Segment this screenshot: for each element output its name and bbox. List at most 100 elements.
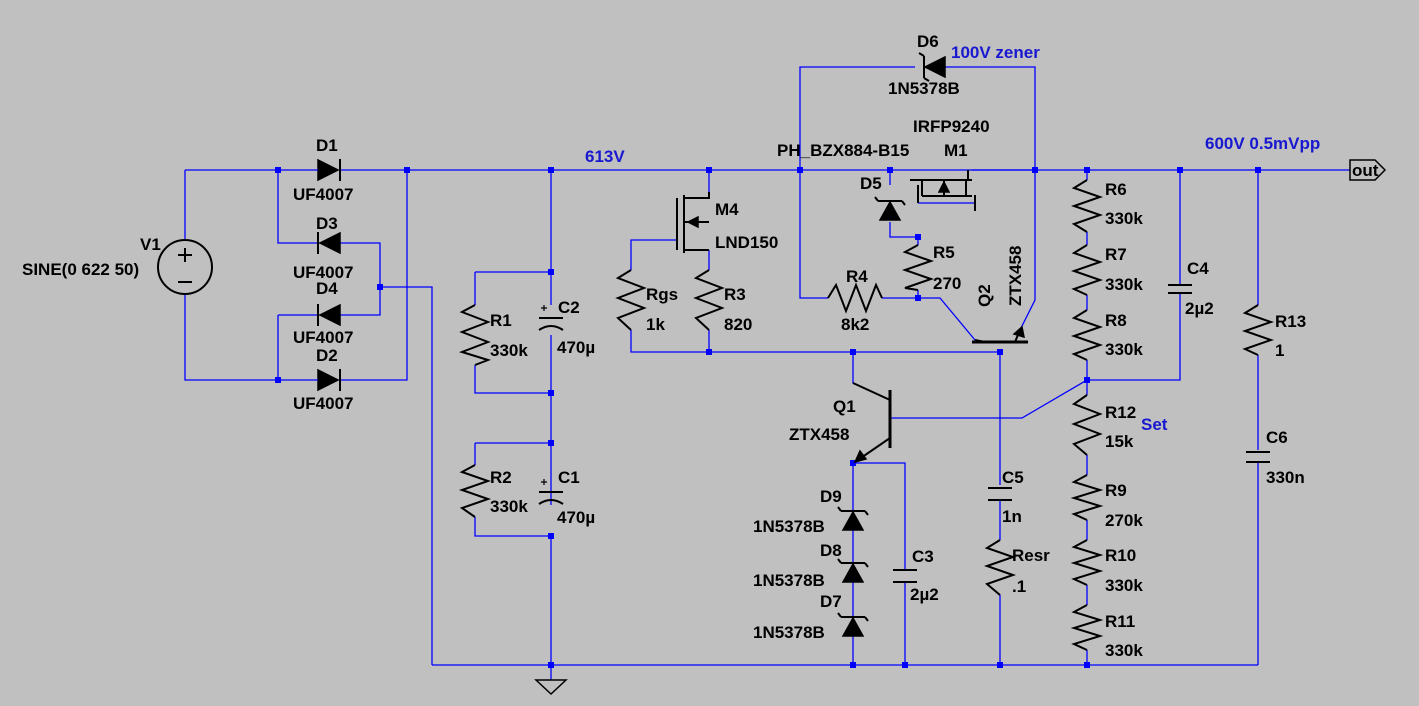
c1-value: 470µ xyxy=(557,508,595,527)
r9-value: 270k xyxy=(1105,511,1143,530)
r11-value: 330k xyxy=(1105,641,1143,660)
v1-ref: V1 xyxy=(140,235,161,254)
d4-ref: D4 xyxy=(316,279,338,298)
d4-diode-symbol[interactable] xyxy=(317,303,341,327)
r13-resistor-symbol[interactable] xyxy=(1241,304,1275,356)
r10-value: 330k xyxy=(1105,576,1143,595)
c5-value: 1n xyxy=(1002,507,1022,526)
c4-value: 2µ2 xyxy=(1185,299,1214,318)
c3-capacitor-symbol[interactable] xyxy=(893,569,917,583)
d6-ref: D6 xyxy=(917,32,939,51)
m1-mosfet-symbol[interactable] xyxy=(910,170,976,211)
d2-diode-symbol[interactable] xyxy=(281,368,341,392)
d5-zener-symbol[interactable] xyxy=(874,196,906,221)
r12-resistor-symbol[interactable] xyxy=(1071,394,1103,456)
d4-value: UF4007 xyxy=(293,328,353,347)
q1-ref: Q1 xyxy=(833,397,856,416)
junction-dots xyxy=(275,167,1261,668)
c2-value: 470µ xyxy=(557,338,595,357)
r4-ref: R4 xyxy=(846,267,868,286)
r7-resistor-symbol[interactable] xyxy=(1070,244,1104,296)
m4-ref: M4 xyxy=(715,200,739,219)
d3-ref: D3 xyxy=(316,214,338,233)
d5-value: PH_BZX884-B15 xyxy=(777,141,909,160)
r13-ref: R13 xyxy=(1275,312,1306,331)
c2-capacitor-symbol[interactable] xyxy=(538,305,564,331)
d6-note: 100V zener xyxy=(951,43,1040,62)
r1-resistor-symbol[interactable] xyxy=(458,304,492,366)
r6-value: 330k xyxy=(1105,209,1143,228)
v1-source-symbol[interactable] xyxy=(157,239,213,295)
d1-ref: D1 xyxy=(316,136,338,155)
d5-ref: D5 xyxy=(860,174,882,193)
r3-ref: R3 xyxy=(724,285,746,304)
r7-ref: R7 xyxy=(1105,245,1127,264)
net-label-output: 600V 0.5mVpp xyxy=(1205,134,1320,153)
q1-transistor-symbol[interactable] xyxy=(852,382,892,464)
resr-resistor-symbol[interactable] xyxy=(983,539,1017,596)
c5-capacitor-symbol[interactable] xyxy=(988,487,1012,501)
ground-icon xyxy=(534,665,568,696)
q2-transistor-symbol[interactable] xyxy=(972,325,1028,344)
c3-ref: C3 xyxy=(912,547,934,566)
r2-resistor-symbol[interactable] xyxy=(458,464,492,518)
d8-ref: D8 xyxy=(820,541,842,560)
r1-ref: R1 xyxy=(490,311,512,330)
c6-capacitor-symbol[interactable] xyxy=(1246,451,1270,463)
r5-ref: R5 xyxy=(933,243,955,262)
d1-diode-symbol[interactable] xyxy=(281,158,341,182)
r3-resistor-symbol[interactable] xyxy=(693,269,725,331)
c4-capacitor-symbol[interactable] xyxy=(1168,284,1192,294)
r11-resistor-symbol[interactable] xyxy=(1070,604,1104,651)
r2-ref: R2 xyxy=(490,468,512,487)
q2-value: ZTX458 xyxy=(1006,246,1025,306)
m4-value: LND150 xyxy=(715,233,778,252)
resr-value: .1 xyxy=(1012,577,1026,596)
d6-zener-symbol[interactable] xyxy=(918,52,946,82)
r11-ref: R11 xyxy=(1105,612,1135,631)
out-port-symbol[interactable] xyxy=(1349,159,1387,181)
c1-capacitor-symbol[interactable] xyxy=(538,479,564,505)
d8-value: 1N5378B xyxy=(753,571,825,590)
d7-zener-symbol[interactable] xyxy=(837,612,869,637)
r9-ref: R9 xyxy=(1105,481,1127,500)
d1-value: UF4007 xyxy=(293,185,353,204)
rgs-resistor-symbol[interactable] xyxy=(615,269,647,331)
r8-ref: R8 xyxy=(1105,311,1127,330)
r4-value: 8k2 xyxy=(841,315,869,334)
r3-value: 820 xyxy=(724,315,752,334)
r7-value: 330k xyxy=(1105,275,1143,294)
r12-ref: R12 xyxy=(1105,403,1136,422)
m4-mosfet-symbol[interactable] xyxy=(676,192,710,253)
r5-resistor-symbol[interactable] xyxy=(901,244,935,291)
r4-resistor-symbol[interactable] xyxy=(827,282,883,314)
r8-resistor-symbol[interactable] xyxy=(1070,309,1104,361)
v1-value: SINE(0 622 50) xyxy=(22,260,139,279)
r10-ref: R10 xyxy=(1105,546,1136,565)
d9-zener-symbol[interactable] xyxy=(837,506,869,531)
d3-value: UF4007 xyxy=(293,263,353,282)
d3-diode-symbol[interactable] xyxy=(317,231,341,255)
d7-value: 1N5378B xyxy=(753,623,825,642)
r13-value: 1 xyxy=(1275,341,1284,360)
c6-ref: C6 xyxy=(1266,428,1288,447)
d7-ref: D7 xyxy=(820,592,842,611)
rgs-ref: Rgs xyxy=(646,285,678,304)
c5-ref: C5 xyxy=(1002,468,1024,487)
c4-ref: C4 xyxy=(1187,259,1209,278)
c2-ref: C2 xyxy=(558,298,580,317)
r10-resistor-symbol[interactable] xyxy=(1070,539,1104,586)
resr-ref: Resr xyxy=(1012,546,1050,565)
r9-resistor-symbol[interactable] xyxy=(1070,474,1104,521)
d2-ref: D2 xyxy=(316,346,338,365)
d6-value: 1N5378B xyxy=(888,79,960,98)
net-label-613v: 613V xyxy=(585,147,625,166)
r6-resistor-symbol[interactable] xyxy=(1070,179,1104,233)
c1-ref: C1 xyxy=(558,468,580,487)
r2-value: 330k xyxy=(490,497,528,516)
d8-zener-symbol[interactable] xyxy=(837,558,869,583)
r12-value: 15k xyxy=(1105,432,1134,451)
net-label-set: Set xyxy=(1141,415,1168,434)
r1-value: 330k xyxy=(490,341,528,360)
